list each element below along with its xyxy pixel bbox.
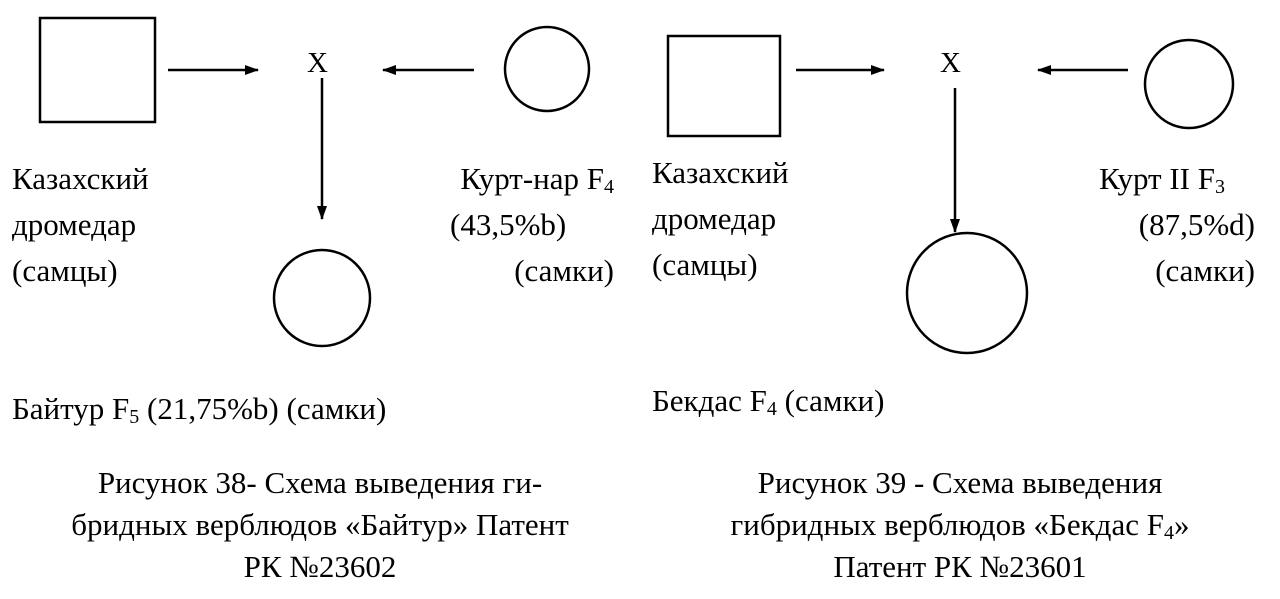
fig38-female-share: (43,5%b): [450, 207, 567, 242]
fig38-offspring-circle: [272, 248, 372, 348]
fig39-male-line-2: дромедар: [652, 201, 777, 236]
fig39-male-square: [666, 34, 782, 138]
fig38-offspring-subscript: 5: [129, 406, 140, 428]
fig38-female-subscript: 4: [604, 176, 614, 198]
fig39-male-parent-label: Казахский дромедар (самцы): [652, 150, 789, 288]
fig39-female-parent-label: Курт II F3 (87,5%d) (самки): [1050, 156, 1255, 294]
fig38-female-circle: [503, 25, 591, 113]
fig38-female-name: Курт-нар F4: [460, 161, 614, 198]
fig39-male-line-3: (самцы): [652, 247, 758, 282]
fig39-cross-symbol: X: [940, 47, 961, 79]
fig39-offspring-label: Бекдас F4 (самки): [652, 383, 885, 420]
fig38-female-sex: (самки): [514, 253, 614, 288]
fig38-male-square: [38, 16, 157, 124]
fig38-male-line-1: Казахский: [12, 161, 149, 196]
fig39-caption-line-2: гибридных верблюдов «Бекдас F4»: [730, 507, 1190, 544]
fig38-cross-symbol: X: [307, 47, 328, 79]
fig38-female-parent-label: Курт-нар F4 (43,5%b) (самки): [404, 156, 614, 294]
fig39-male-line-1: Казахский: [652, 155, 789, 190]
fig39-caption-line-1: Рисунок 39 - Схема выведения: [757, 465, 1163, 500]
fig39-caption-line-3: Патент РК №23601: [833, 549, 1087, 584]
fig39-female-sex: (самки): [1155, 253, 1255, 288]
fig39-female-subscript: 3: [1215, 176, 1225, 198]
fig39-offspring-subscript: 4: [766, 398, 777, 420]
fig39-female-name: Курт II F3: [1099, 161, 1225, 198]
fig39-female-circle: [1143, 38, 1235, 130]
fig39-caption: Рисунок 39 - Схема выведения гибридных в…: [650, 462, 1270, 588]
fig38-caption: Рисунок 38- Схема выведения ги- бридных …: [10, 462, 630, 588]
fig38-caption-line-3: РК №23602: [243, 549, 397, 584]
fig38-male-line-3: (самцы): [12, 253, 118, 288]
fig39-caption-subscript: 4: [1163, 522, 1174, 544]
fig38-offspring-label: Байтур F5 (21,75%b) (самки): [12, 391, 387, 428]
fig38-caption-line-1: Рисунок 38- Схема выведения ги-: [97, 465, 543, 500]
fig38-male-line-2: дромедар: [12, 207, 137, 242]
fig39-female-share: (87,5%d): [1138, 207, 1255, 242]
fig39-offspring-circle: [905, 231, 1029, 355]
fig38-male-parent-label: Казахский дромедар (самцы): [12, 156, 149, 294]
fig38-caption-line-2: бридных верблюдов «Байтур» Патент: [71, 507, 569, 542]
